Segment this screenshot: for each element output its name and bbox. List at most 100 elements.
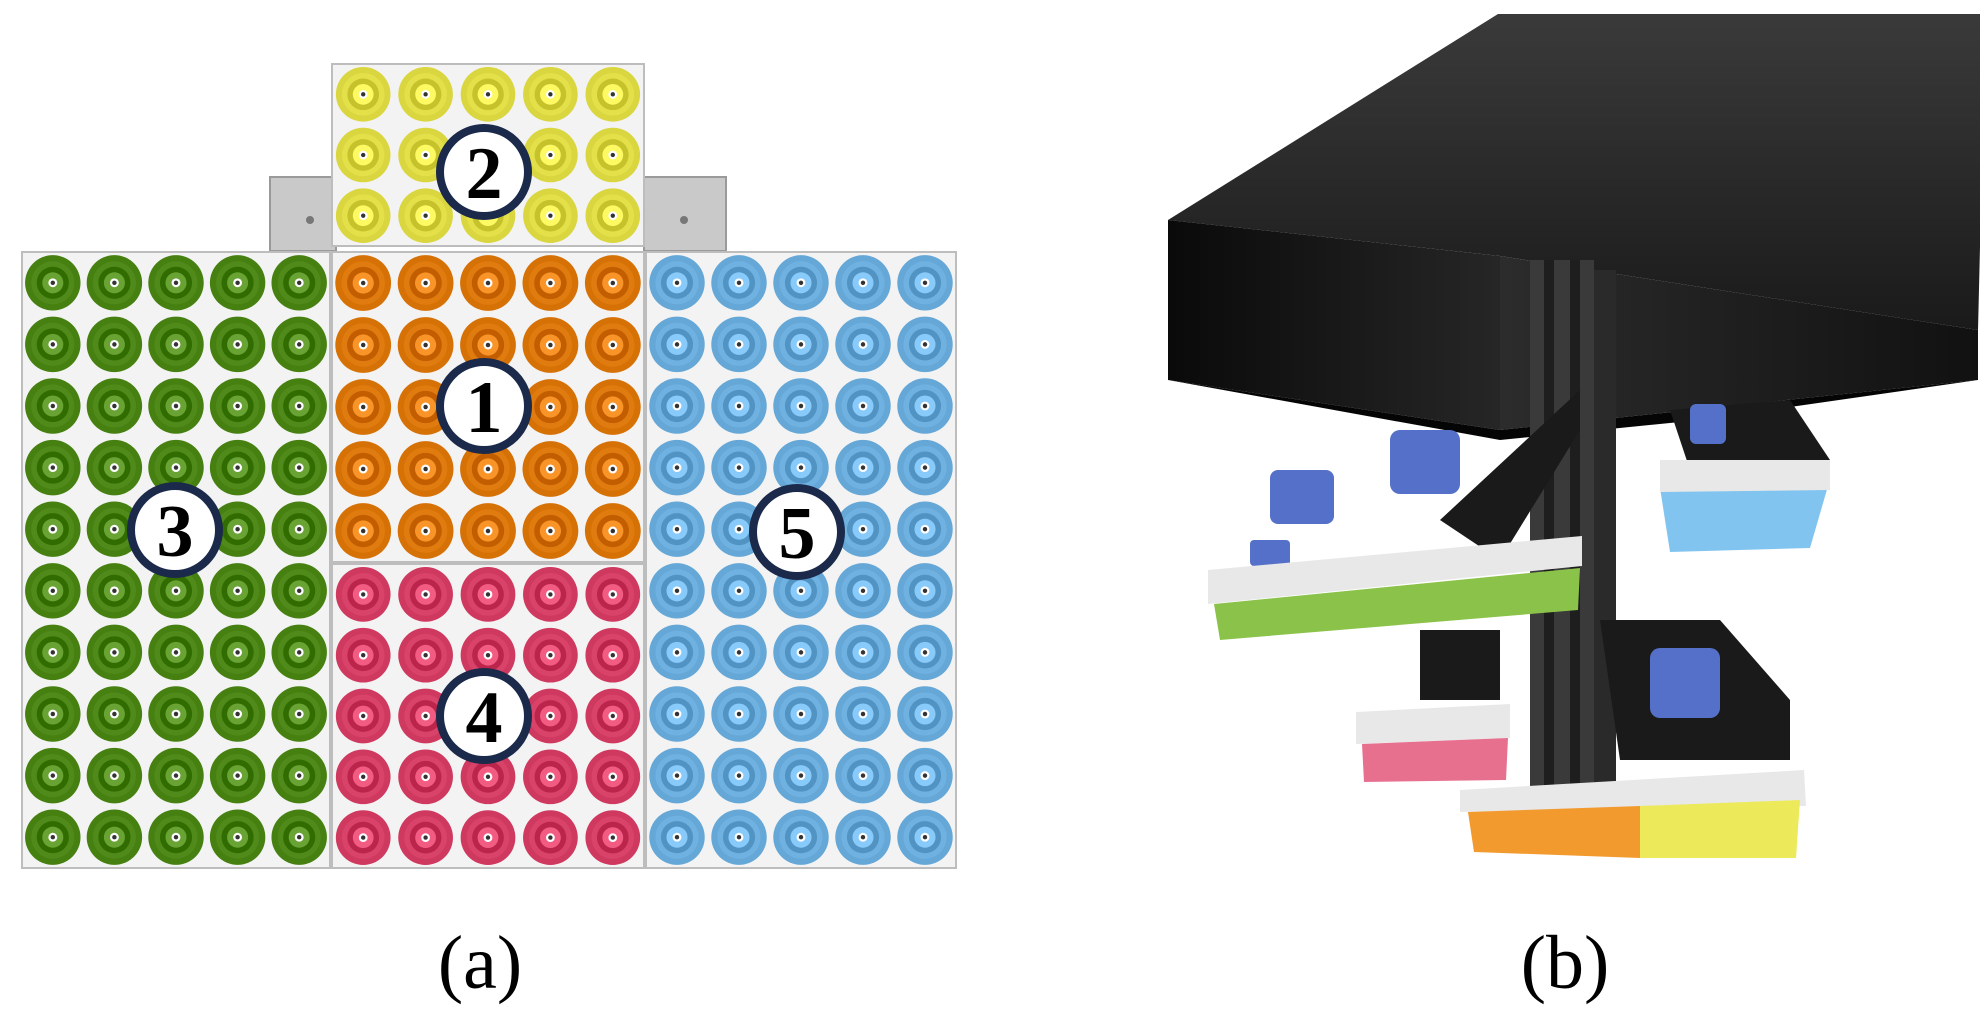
- suction-cup: [271, 255, 327, 311]
- suction-cup: [585, 127, 641, 183]
- suction-cup: [835, 501, 891, 557]
- suction-cup: [773, 316, 829, 373]
- motor-body: [1390, 430, 1460, 494]
- suction-cup: [523, 810, 578, 865]
- suction-cup: [835, 439, 891, 496]
- suction-cup: [711, 316, 767, 373]
- suction-cup: [584, 317, 641, 373]
- suction-cup: [460, 567, 516, 622]
- suction-cup: [148, 747, 204, 804]
- suction-cup: [897, 501, 953, 557]
- suction-cup: [523, 627, 578, 683]
- suction-cup: [897, 686, 953, 742]
- suction-cup: [271, 624, 327, 681]
- suction-cup: [398, 127, 453, 183]
- pink-plate: [1356, 704, 1510, 744]
- suction-cup: [711, 439, 767, 496]
- suction-cup: [398, 749, 453, 805]
- suction-cup: [460, 810, 516, 865]
- suction-cup: [271, 686, 327, 742]
- suction-cup: [148, 255, 204, 311]
- suction-cup: [523, 567, 578, 622]
- suction-cup: [398, 188, 453, 243]
- suction-cup: [271, 747, 327, 804]
- suction-cup: [209, 501, 266, 557]
- suction-cup: [773, 624, 829, 681]
- suction-cup: [585, 810, 641, 865]
- yellow-cup-layer: [1640, 800, 1800, 858]
- suction-cup: [148, 686, 204, 742]
- suction-cup: [773, 439, 829, 496]
- module-4-badge: 4: [436, 668, 532, 764]
- suction-cup: [25, 439, 81, 496]
- suction-cup: [897, 624, 953, 681]
- suction-cup: [25, 501, 81, 557]
- module-2-badge: 2: [436, 124, 532, 220]
- suction-cup: [585, 67, 641, 122]
- suction-cup: [649, 624, 705, 681]
- suction-cup: [397, 441, 454, 497]
- suction-cup: [271, 439, 327, 496]
- suction-cup: [835, 747, 891, 804]
- suction-cup: [271, 378, 327, 434]
- suction-cup: [148, 624, 204, 681]
- suction-cup: [398, 810, 453, 865]
- suction-cup: [835, 378, 891, 434]
- suction-cup: [335, 441, 392, 497]
- suction-cup: [335, 688, 391, 744]
- suction-cup: [649, 378, 705, 434]
- suction-cup: [335, 127, 391, 183]
- suction-cup: [335, 503, 392, 559]
- suction-cup: [711, 378, 767, 434]
- module-5-label: 5: [779, 493, 816, 575]
- suction-cup: [398, 67, 453, 122]
- suction-cup: [835, 255, 891, 311]
- suction-cup: [649, 316, 705, 373]
- suction-cup: [523, 67, 578, 122]
- suction-cup: [398, 627, 453, 683]
- motor-body: [1650, 648, 1720, 718]
- suction-cup: [335, 627, 391, 683]
- suction-cup: [585, 567, 641, 622]
- housing-side: [1500, 256, 1978, 430]
- suction-cup: [25, 624, 81, 681]
- panel-b-render: (b): [1168, 14, 1980, 1005]
- suction-cup: [397, 317, 454, 373]
- suction-cup: [835, 563, 891, 619]
- suction-cup: [148, 378, 204, 434]
- module-5-badge: 5: [749, 484, 845, 580]
- left-bracket: [269, 176, 337, 252]
- suction-cup: [209, 563, 266, 619]
- suction-cup: [86, 747, 143, 804]
- suction-cup: [209, 316, 266, 373]
- suction-cup: [835, 686, 891, 742]
- suction-cup: [835, 624, 891, 681]
- suction-cup: [86, 624, 143, 681]
- suction-cup: [209, 255, 266, 311]
- housing-front: [1168, 220, 1500, 430]
- suction-cup: [649, 747, 705, 804]
- suction-cup: [460, 255, 516, 311]
- suction-cup: [397, 503, 454, 559]
- suction-cup: [835, 316, 891, 373]
- suction-cup: [271, 501, 327, 557]
- suction-cup: [335, 317, 392, 373]
- suction-cup: [148, 809, 204, 865]
- motor-body: [1250, 540, 1290, 566]
- suction-cup: [86, 255, 143, 311]
- green-cup-layer: [1214, 568, 1580, 640]
- suction-cup: [523, 688, 578, 744]
- suction-cup: [460, 441, 516, 497]
- suction-cup: [460, 627, 516, 683]
- suction-cup: [86, 686, 143, 742]
- suction-cup: [271, 563, 327, 619]
- suction-cup: [335, 810, 391, 865]
- suction-cup: [398, 567, 453, 622]
- suction-cup: [585, 688, 641, 744]
- suction-cup: [209, 686, 266, 742]
- bottom-plate: [1460, 770, 1806, 812]
- suction-cup: [148, 439, 204, 496]
- orange-cup-layer: [1468, 806, 1640, 858]
